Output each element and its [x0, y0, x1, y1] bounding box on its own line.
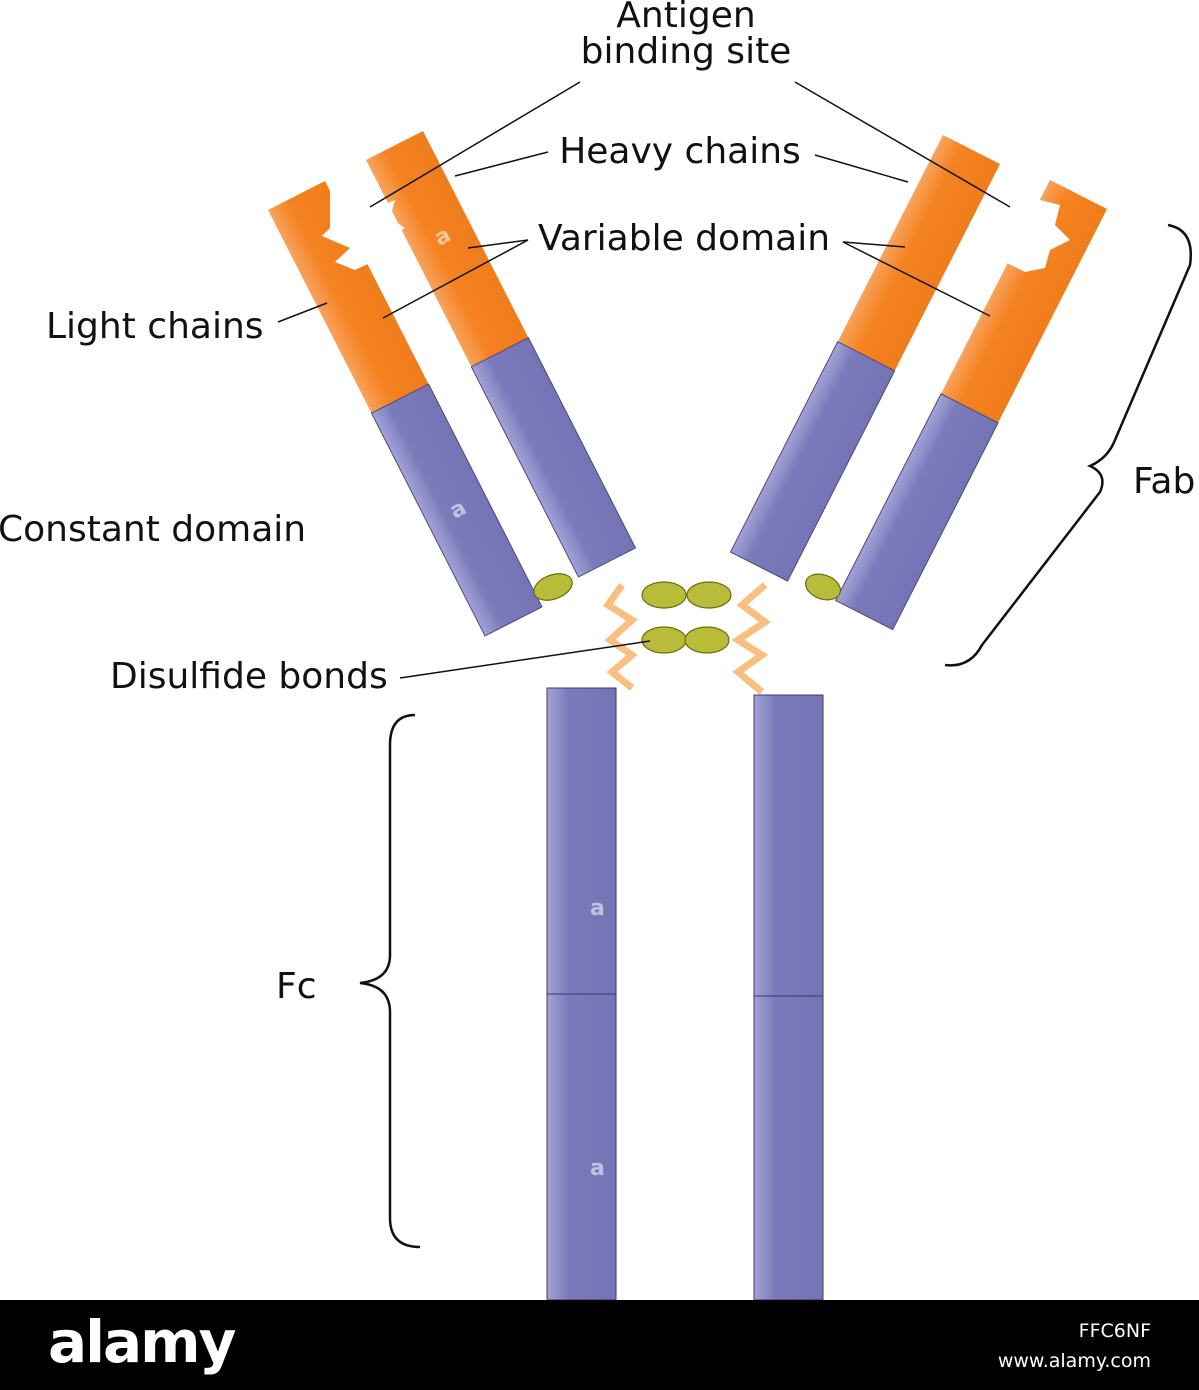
left-antigen-binding-cleft	[322, 180, 405, 270]
right-heavy-constant-region	[729, 341, 896, 582]
leader-antigen-right	[794, 81, 1011, 208]
label-heavy-chains: Heavy chains	[559, 131, 801, 172]
left-light-chain: a	[268, 180, 543, 637]
fc-left-ch2	[546, 687, 617, 995]
leader-variable-right-2	[842, 241, 991, 317]
leader-variable-right-1	[842, 241, 906, 248]
label-constant-domain: Constant domain	[0, 509, 306, 550]
fc-left-ch3	[546, 993, 617, 1300]
leader-variable-left-2	[382, 239, 529, 319]
fab-brace	[944, 223, 1192, 667]
disulfide-bond	[804, 573, 842, 601]
leader-heavy-right	[814, 154, 909, 183]
disulfide-bond	[641, 581, 687, 609]
fc-left-chain: a a	[546, 687, 617, 1300]
leader-lines	[277, 81, 1011, 679]
disulfide-bond	[533, 573, 573, 601]
left-light-constant-region	[370, 383, 543, 637]
disulfide-bond	[686, 581, 732, 609]
watermark-footer-bar: alamy FFC6NF www.alamy.com	[0, 1300, 1199, 1390]
label-antigen-line2: binding site	[581, 31, 792, 72]
leader-antigen-left	[369, 81, 581, 208]
fc-right-ch2	[753, 694, 824, 997]
brand-logo: alamy	[48, 1308, 236, 1376]
fc-brace	[359, 713, 421, 1249]
right-heavy-variable-region	[837, 135, 1001, 371]
right-heavy-chain	[729, 135, 1001, 582]
label-disulfide-bonds: Disulfide bonds	[110, 656, 388, 697]
label-antigen-line1: Antigen	[616, 0, 755, 36]
image-id: FFC6NF	[1078, 1320, 1151, 1342]
disulfide-bond	[641, 626, 687, 654]
fc-right-ch3	[753, 995, 824, 1300]
disulfide-zigzag	[603, 582, 638, 691]
watermark-glyph: a	[590, 896, 605, 921]
leader-variable-left-1	[467, 239, 529, 249]
footer-url: www.alamy.com	[997, 1350, 1151, 1372]
watermark-glyph: a	[590, 1156, 605, 1181]
left-heavy-variable-region	[366, 130, 529, 367]
disulfide-bond	[684, 626, 730, 654]
fc-right-chain	[753, 694, 824, 1300]
label-variable-domain: Variable domain	[538, 218, 830, 259]
left-heavy-chain: a	[366, 130, 637, 578]
label-fab: Fab	[1133, 461, 1195, 502]
left-light-variable-region	[268, 180, 429, 414]
disulfide-zigzags	[603, 582, 772, 695]
label-light-chains: Light chains	[46, 306, 264, 347]
antibody-diagram: a a a a	[0, 0, 1195, 1300]
disulfide-ellipses	[533, 573, 842, 654]
leader-heavy-left	[454, 151, 549, 177]
right-antigen-binding-cleft	[975, 170, 1070, 272]
left-heavy-constant-region	[470, 336, 637, 578]
label-fc: Fc	[276, 966, 317, 1007]
disulfide-zigzag	[731, 582, 772, 695]
right-light-constant-region	[835, 393, 999, 631]
leader-light-chains	[277, 302, 328, 323]
leader-disulfide	[399, 640, 651, 679]
